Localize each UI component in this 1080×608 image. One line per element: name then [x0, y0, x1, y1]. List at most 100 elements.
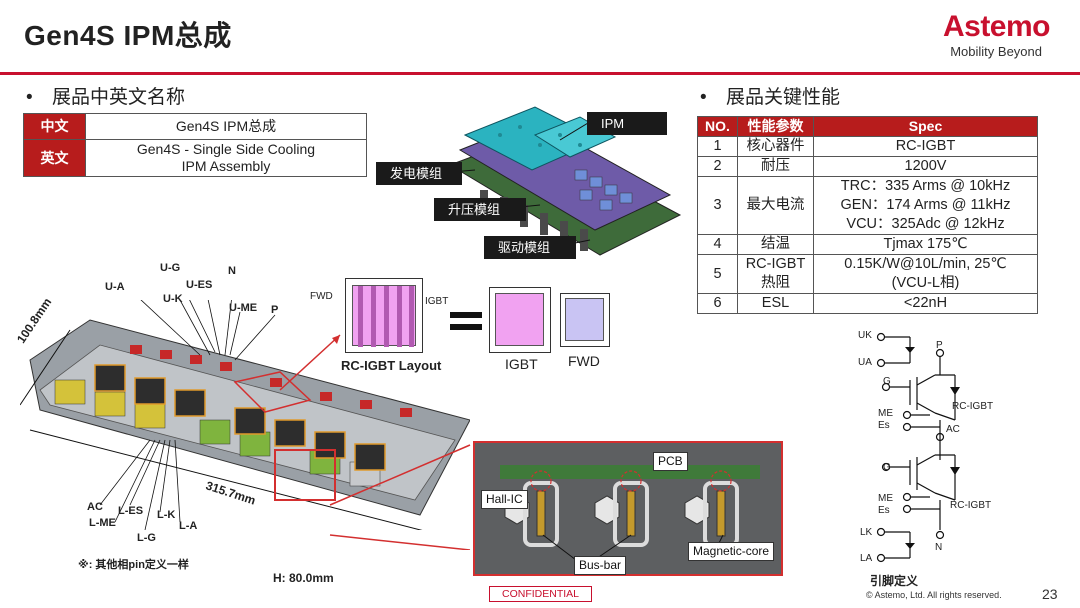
spec-no: 4 — [697, 234, 738, 255]
name-table: 中文 Gen4S IPM总成 英文 Gen4S - Single Side Co… — [23, 113, 367, 177]
schematic-label: Es — [878, 505, 890, 516]
name-value: Gen4S - Single Side Cooling IPM Assembly — [85, 139, 367, 177]
spec-param: 核心器件 — [737, 136, 814, 157]
photo-label-bus-bar: Bus-bar — [574, 556, 627, 575]
pin-label: N — [228, 265, 236, 277]
layout-label-fwd: FWD — [310, 291, 333, 302]
rc-igbt-chip-core — [352, 285, 416, 347]
spec-row: 5 RC-IGBT 热阻 0.15K/W@10L/min, 25℃ (VCU-L… — [697, 254, 1038, 294]
spec-value-line: (VCU-L相) — [891, 275, 960, 291]
spec-param-line: 热阻 — [761, 275, 790, 291]
astemo-logo: Astemo — [942, 10, 1051, 43]
page-title: Gen4S IPM总成 — [24, 20, 232, 51]
rc-igbt-chip — [345, 278, 423, 353]
pin-label: L-ME — [89, 517, 116, 529]
spec-no: 1 — [697, 136, 738, 157]
pin-label: L-K — [157, 509, 176, 521]
layout-label-igbt: IGBT — [425, 296, 449, 307]
spec-value-line: VCU：325Adc @ 12kHz — [846, 216, 1005, 232]
section-heading-names: • 展品中英文名称 — [26, 82, 185, 109]
callout-ipm: IPM — [587, 112, 667, 135]
dimension-height: H: 80.0mm — [273, 571, 334, 585]
schematic-label: ME — [878, 408, 893, 419]
pin-label: L-G — [137, 532, 156, 544]
ipm-assembly-image — [440, 106, 682, 256]
section-heading-text: 展品中英文名称 — [52, 87, 186, 108]
confidential-badge: CONFIDENTIAL — [489, 586, 592, 602]
spec-table: NO. 性能参数 Spec 1 核心器件 RC-IGBT 2 耐压 1200V … — [697, 116, 1038, 314]
spec-value: 0.15K/W@10L/min, 25℃ (VCU-L相) — [813, 254, 1038, 294]
layout-caption: RC-IGBT Layout — [341, 358, 442, 373]
schematic-label: UK — [858, 330, 872, 341]
pin-label: U-K — [163, 293, 183, 305]
schematic-caption: 引脚定义 — [870, 574, 919, 588]
ipm-module-image — [20, 300, 470, 530]
spec-value: TRC：335 Arms @ 10kHz GEN：174 Arms @ 11kH… — [813, 176, 1038, 235]
header-no: NO. — [697, 116, 738, 137]
spec-row: 3 最大电流 TRC：335 Arms @ 10kHz GEN：174 Arms… — [697, 176, 1038, 235]
spec-param-line: RC-IGBT — [745, 256, 806, 272]
spec-no: 5 — [697, 254, 738, 294]
spec-param: 耐压 — [737, 156, 814, 177]
spec-no: 3 — [697, 176, 738, 235]
section-heading-performance: •展品关键性能 — [700, 82, 840, 109]
callout-drive-module: 驱动模组 — [484, 236, 576, 259]
spec-no: 6 — [697, 293, 738, 314]
name-key: 英文 — [23, 139, 86, 177]
spec-param: 结温 — [737, 234, 814, 255]
pin-label: U-ES — [186, 279, 213, 291]
schematic-label: ME — [878, 493, 893, 504]
header-param: 性能参数 — [737, 116, 814, 137]
bullet: • — [26, 87, 33, 108]
fwd-box-label: FWD — [568, 353, 600, 369]
header-spec: Spec — [813, 116, 1038, 137]
spec-value: RC-IGBT — [813, 136, 1038, 157]
schematic-label: N — [935, 542, 943, 553]
connector-lines — [279, 334, 471, 550]
name-value: Gen4S IPM总成 — [85, 113, 367, 140]
photo-label-hall-ic: Hall-IC — [481, 490, 528, 509]
schematic-label: G — [883, 462, 891, 473]
logo-tagline: Mobility Beyond — [950, 44, 1042, 59]
spec-value-line: GEN：174 Arms @ 11kHz — [840, 197, 1011, 213]
igbt-box — [489, 287, 551, 353]
spec-value: <22nH — [813, 293, 1038, 314]
page-number: 23 — [1042, 586, 1058, 602]
spec-row: 2 耐压 1200V — [697, 156, 1038, 177]
spec-value: 1200V — [813, 156, 1038, 177]
schematic-label: RC-IGBT — [950, 500, 992, 511]
name-value-line: IPM Assembly — [181, 158, 271, 174]
name-row-english: 英文 Gen4S - Single Side Cooling IPM Assem… — [23, 139, 367, 177]
pin-label: L-A — [179, 520, 198, 532]
spec-value: Tjmax 175℃ — [813, 234, 1038, 255]
callout-gen-module: 发电模组 — [376, 162, 462, 185]
pin-label: L-ES — [118, 505, 144, 517]
spec-value-line: TRC：335 Arms @ 10kHz — [840, 178, 1011, 194]
pin-schematic — [876, 332, 960, 563]
spec-param: RC-IGBT 热阻 — [737, 254, 814, 294]
callout-boost-module: 升压模组 — [434, 198, 526, 221]
spec-row: 4 结温 Tjmax 175℃ — [697, 234, 1038, 255]
spec-value-line: 0.15K/W@10L/min, 25℃ — [844, 256, 1007, 272]
schematic-label: LA — [860, 553, 873, 564]
pin-label: P — [271, 304, 279, 316]
photo-label-pcb: PCB — [653, 452, 688, 471]
bullet: • — [700, 87, 707, 108]
pin-label: U-A — [105, 281, 125, 293]
spec-header-row: NO. 性能参数 Spec — [697, 116, 1038, 137]
fwd-box — [560, 293, 610, 347]
spec-param: 最大电流 — [737, 176, 814, 235]
name-row-chinese: 中文 Gen4S IPM总成 — [23, 113, 367, 140]
bus-bar-photo — [473, 441, 783, 576]
pin-label: U-G — [160, 262, 181, 274]
pin-label: U-ME — [229, 302, 258, 314]
equals-sign — [450, 312, 482, 318]
schematic-label: P — [936, 340, 943, 351]
spec-row: 1 核心器件 RC-IGBT — [697, 136, 1038, 157]
pin-label: AC — [87, 501, 103, 513]
spec-param: ESL — [737, 293, 814, 314]
spec-row: 6 ESL <22nH — [697, 293, 1038, 314]
pin-note: ※: 其他相pin定义一样 — [78, 559, 189, 571]
schematic-label: AC — [946, 424, 960, 435]
schematic-label: Es — [878, 420, 890, 431]
